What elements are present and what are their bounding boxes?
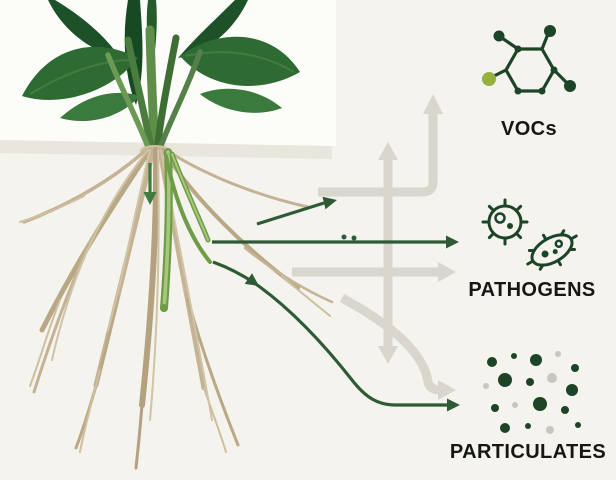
target-vocs bbox=[478, 24, 582, 108]
plant-canopy bbox=[22, 0, 300, 157]
particulates-label: PARTICULATES bbox=[449, 441, 607, 463]
molecule-icon bbox=[482, 25, 576, 95]
particulates-icon bbox=[483, 351, 581, 434]
target-particulates bbox=[478, 348, 590, 440]
gray-arrow-to-vocs bbox=[318, 112, 438, 197]
target-pathogens bbox=[472, 192, 592, 280]
green-arrow-upper bbox=[256, 201, 325, 226]
green-arrows bbox=[143, 163, 460, 412]
stems bbox=[105, 25, 203, 157]
green-arrow-to-particulates bbox=[212, 260, 447, 407]
pathogens-label: PATHOGENS bbox=[468, 279, 596, 301]
gray-arrow-to-particulates bbox=[339, 294, 441, 395]
vocs-label: VOCs bbox=[500, 118, 558, 140]
pathogens-icon bbox=[481, 198, 578, 271]
gray-arrows bbox=[292, 94, 456, 400]
roots bbox=[19, 147, 334, 470]
